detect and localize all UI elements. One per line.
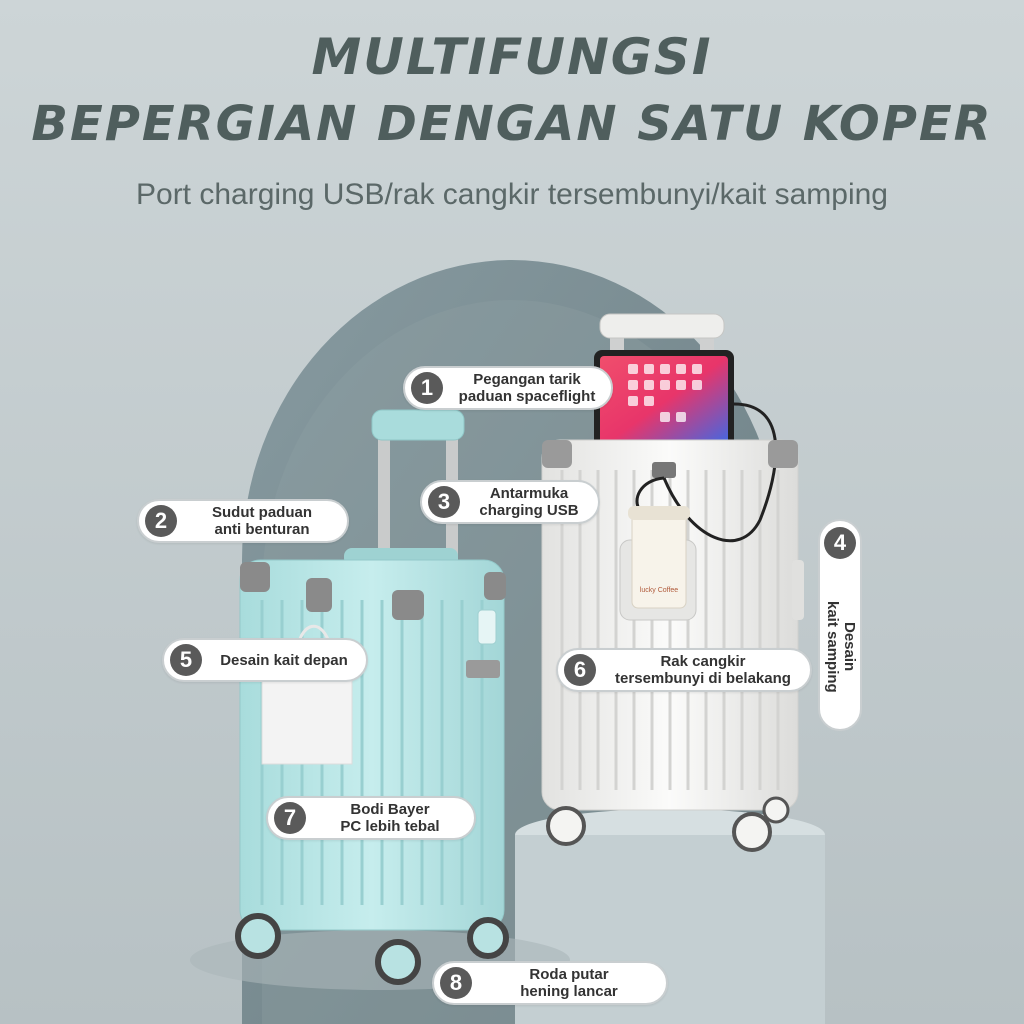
white-side-hook (792, 560, 804, 620)
white-suitcase: lucky Coffee (541, 313, 804, 852)
callout-line: Antarmuka (489, 485, 569, 502)
callout-number-badge: 3 (428, 486, 460, 518)
callout-number-badge: 5 (170, 644, 202, 676)
mint-corner-right (484, 572, 506, 600)
mint-wheel-3 (467, 917, 509, 959)
mint-lock (477, 609, 497, 645)
callout-3: 3 Antarmuka charging USB (420, 480, 600, 524)
callout-line: charging USB (479, 502, 579, 519)
callout-line: anti benturan (214, 521, 310, 538)
white-wheel-3 (762, 796, 790, 824)
shopping-bag (261, 675, 353, 765)
callout-2: 2 Sudut paduan anti benturan (137, 499, 349, 543)
callout-line: PC lebih tebal (340, 818, 440, 835)
callout-text: Bodi Bayer PC lebih tebal (306, 801, 474, 835)
mint-latch (466, 660, 500, 678)
callout-text: Pegangan tarik paduan spaceflight (443, 371, 611, 405)
callout-text: Desain kait depan (202, 652, 366, 669)
callout-5: 5 Desain kait depan (162, 638, 368, 682)
white-corner-tr (768, 440, 798, 468)
subtitle: Port charging USB/rak cangkir tersembuny… (136, 178, 888, 211)
callout-number-badge: 2 (145, 505, 177, 537)
callout-number-badge: 7 (274, 802, 306, 834)
callout-4: 4 Desain kait samping (818, 519, 862, 731)
callout-1: 1 Pegangan tarik paduan spaceflight (403, 366, 613, 410)
mint-corner-tl (240, 562, 270, 592)
callout-line: Rak cangkir (660, 653, 746, 670)
mint-handle-pole-left (378, 430, 390, 560)
tablet-app-icons (628, 364, 702, 422)
mint-handle-top (371, 409, 465, 441)
callout-number-badge: 4 (824, 527, 856, 559)
callout-text: Rak cangkir tersembunyi di belakang (596, 653, 810, 687)
callout-line: paduan spaceflight (458, 388, 596, 405)
callout-line: kait samping (824, 601, 841, 693)
white-wheel-2 (732, 812, 772, 852)
tablet-screen (600, 356, 728, 448)
coffee-cup-lid (628, 506, 690, 520)
mint-corner-tr (392, 590, 424, 620)
headline-line-1: MULTIFUNGSI (311, 28, 713, 86)
white-wheel-1 (546, 806, 586, 846)
callout-text: Desain kait samping (822, 569, 858, 725)
white-handle-top (599, 313, 725, 339)
mint-front-hook (306, 578, 332, 612)
callout-text: Sudut paduan anti benturan (177, 504, 347, 538)
cup-label: lucky Coffee (640, 587, 678, 594)
callout-line: Sudut paduan (212, 504, 312, 521)
callout-text: Antarmuka charging USB (460, 485, 598, 519)
callout-line: Pegangan tarik (473, 371, 581, 388)
mint-wheel-1 (235, 913, 281, 959)
callout-line: Desain kait depan (220, 651, 348, 669)
callout-line: Roda putar (529, 966, 609, 983)
callout-number-badge: 6 (564, 654, 596, 686)
callout-6: 6 Rak cangkir tersembunyi di belakang (556, 648, 812, 692)
white-ribs (560, 470, 780, 790)
callout-line: hening lancar (520, 983, 618, 1000)
callout-text: Roda putar hening lancar (472, 966, 666, 1000)
mint-wheel-2 (375, 939, 421, 985)
callout-8: 8 Roda putar hening lancar (432, 961, 668, 1005)
callout-number-badge: 1 (411, 372, 443, 404)
headline-line-2: BEPERGIAN DENGAN SATU KOPER (31, 96, 993, 152)
callout-line: Bodi Bayer (350, 801, 430, 818)
callout-number-badge: 8 (440, 967, 472, 999)
callout-7: 7 Bodi Bayer PC lebih tebal (266, 796, 476, 840)
usb-cable (662, 402, 778, 543)
white-corner-tl (542, 440, 572, 468)
white-usb-port (652, 462, 676, 478)
callout-line: Desain (841, 622, 858, 672)
callout-line: tersembunyi di belakang (615, 670, 791, 687)
